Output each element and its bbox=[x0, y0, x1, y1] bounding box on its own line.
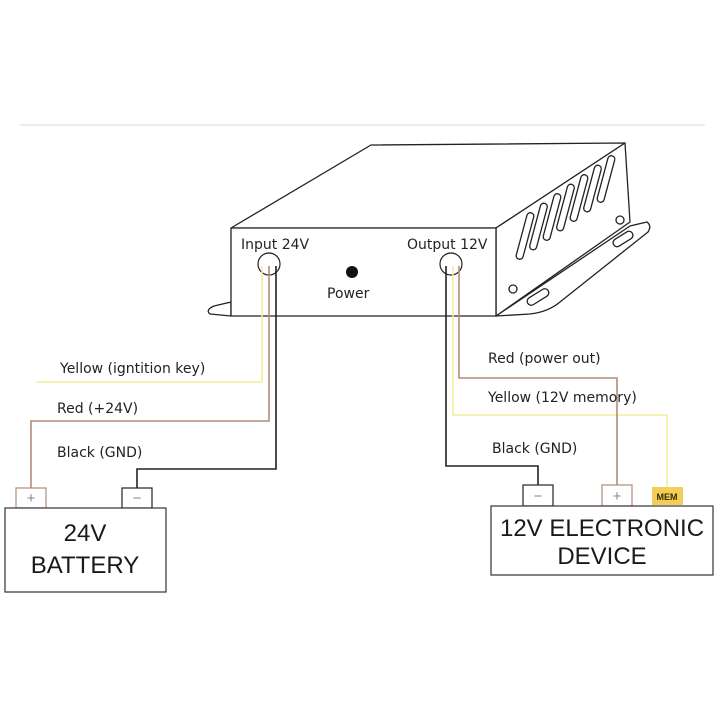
black-gnd-label-left: Black (GND) bbox=[57, 445, 142, 461]
left-mounting-flange bbox=[207, 301, 232, 317]
device-label-line2: DEVICE bbox=[557, 543, 646, 570]
output-wires bbox=[445, 266, 668, 487]
electronic-device: − + MEM 12V ELECTRONIC DEVICE bbox=[490, 484, 714, 576]
converter-front-face bbox=[230, 227, 497, 317]
battery-plus-symbol: + bbox=[27, 490, 36, 507]
vent-slot bbox=[583, 164, 602, 213]
yellow-memory-label: Yellow (12V memory) bbox=[487, 390, 637, 406]
mounting-hole bbox=[508, 284, 518, 294]
red-power-out-wire bbox=[458, 266, 618, 487]
yellow-memory-wire bbox=[452, 266, 668, 487]
device-plus-symbol: + bbox=[613, 488, 622, 505]
device-mem-terminal bbox=[652, 487, 683, 505]
vent-slots bbox=[515, 155, 616, 260]
device-label-line1: 12V ELECTRONIC bbox=[500, 515, 704, 542]
vent-slot bbox=[529, 202, 548, 251]
right-mounting-flange bbox=[495, 221, 651, 317]
mounting-slot bbox=[612, 230, 634, 248]
power-label: Power bbox=[327, 286, 370, 302]
black-gnd-label-right: Black (GND) bbox=[492, 441, 577, 457]
output-connector bbox=[439, 252, 463, 276]
device-mem-label: MEM bbox=[657, 492, 678, 502]
input-24v-label: Input 24V bbox=[241, 237, 310, 253]
vent-slot bbox=[556, 183, 575, 232]
battery: + − 24V BATTERY bbox=[4, 487, 167, 593]
device-minus-symbol: − bbox=[534, 488, 543, 505]
mounting-hole bbox=[615, 215, 625, 225]
battery-body bbox=[4, 507, 167, 593]
battery-label: BATTERY bbox=[31, 552, 139, 579]
vent-slot bbox=[542, 193, 562, 241]
output-12v-label: Output 12V bbox=[407, 237, 488, 253]
red-24v-label: Red (+24V) bbox=[57, 401, 138, 417]
yellow-ignition-label: Yellow (igntition key) bbox=[59, 361, 205, 377]
red-24v-wire bbox=[30, 266, 270, 493]
device-body bbox=[490, 505, 714, 576]
vent-slot bbox=[596, 155, 616, 203]
battery-minus-symbol: − bbox=[133, 490, 142, 507]
mounting-slot bbox=[526, 288, 550, 306]
input-wires bbox=[30, 266, 277, 493]
power-led-icon bbox=[346, 266, 358, 278]
yellow-ignition-wire bbox=[36, 266, 263, 383]
black-gnd-wire-input bbox=[136, 266, 277, 490]
battery-voltage-label: 24V bbox=[64, 520, 107, 547]
red-power-out-label: Red (power out) bbox=[488, 351, 601, 367]
vent-slot bbox=[515, 212, 535, 260]
converter-box: Input 24V Output 12V Power bbox=[207, 142, 651, 317]
black-gnd-wire-output bbox=[445, 266, 539, 487]
vent-slot bbox=[569, 174, 589, 222]
